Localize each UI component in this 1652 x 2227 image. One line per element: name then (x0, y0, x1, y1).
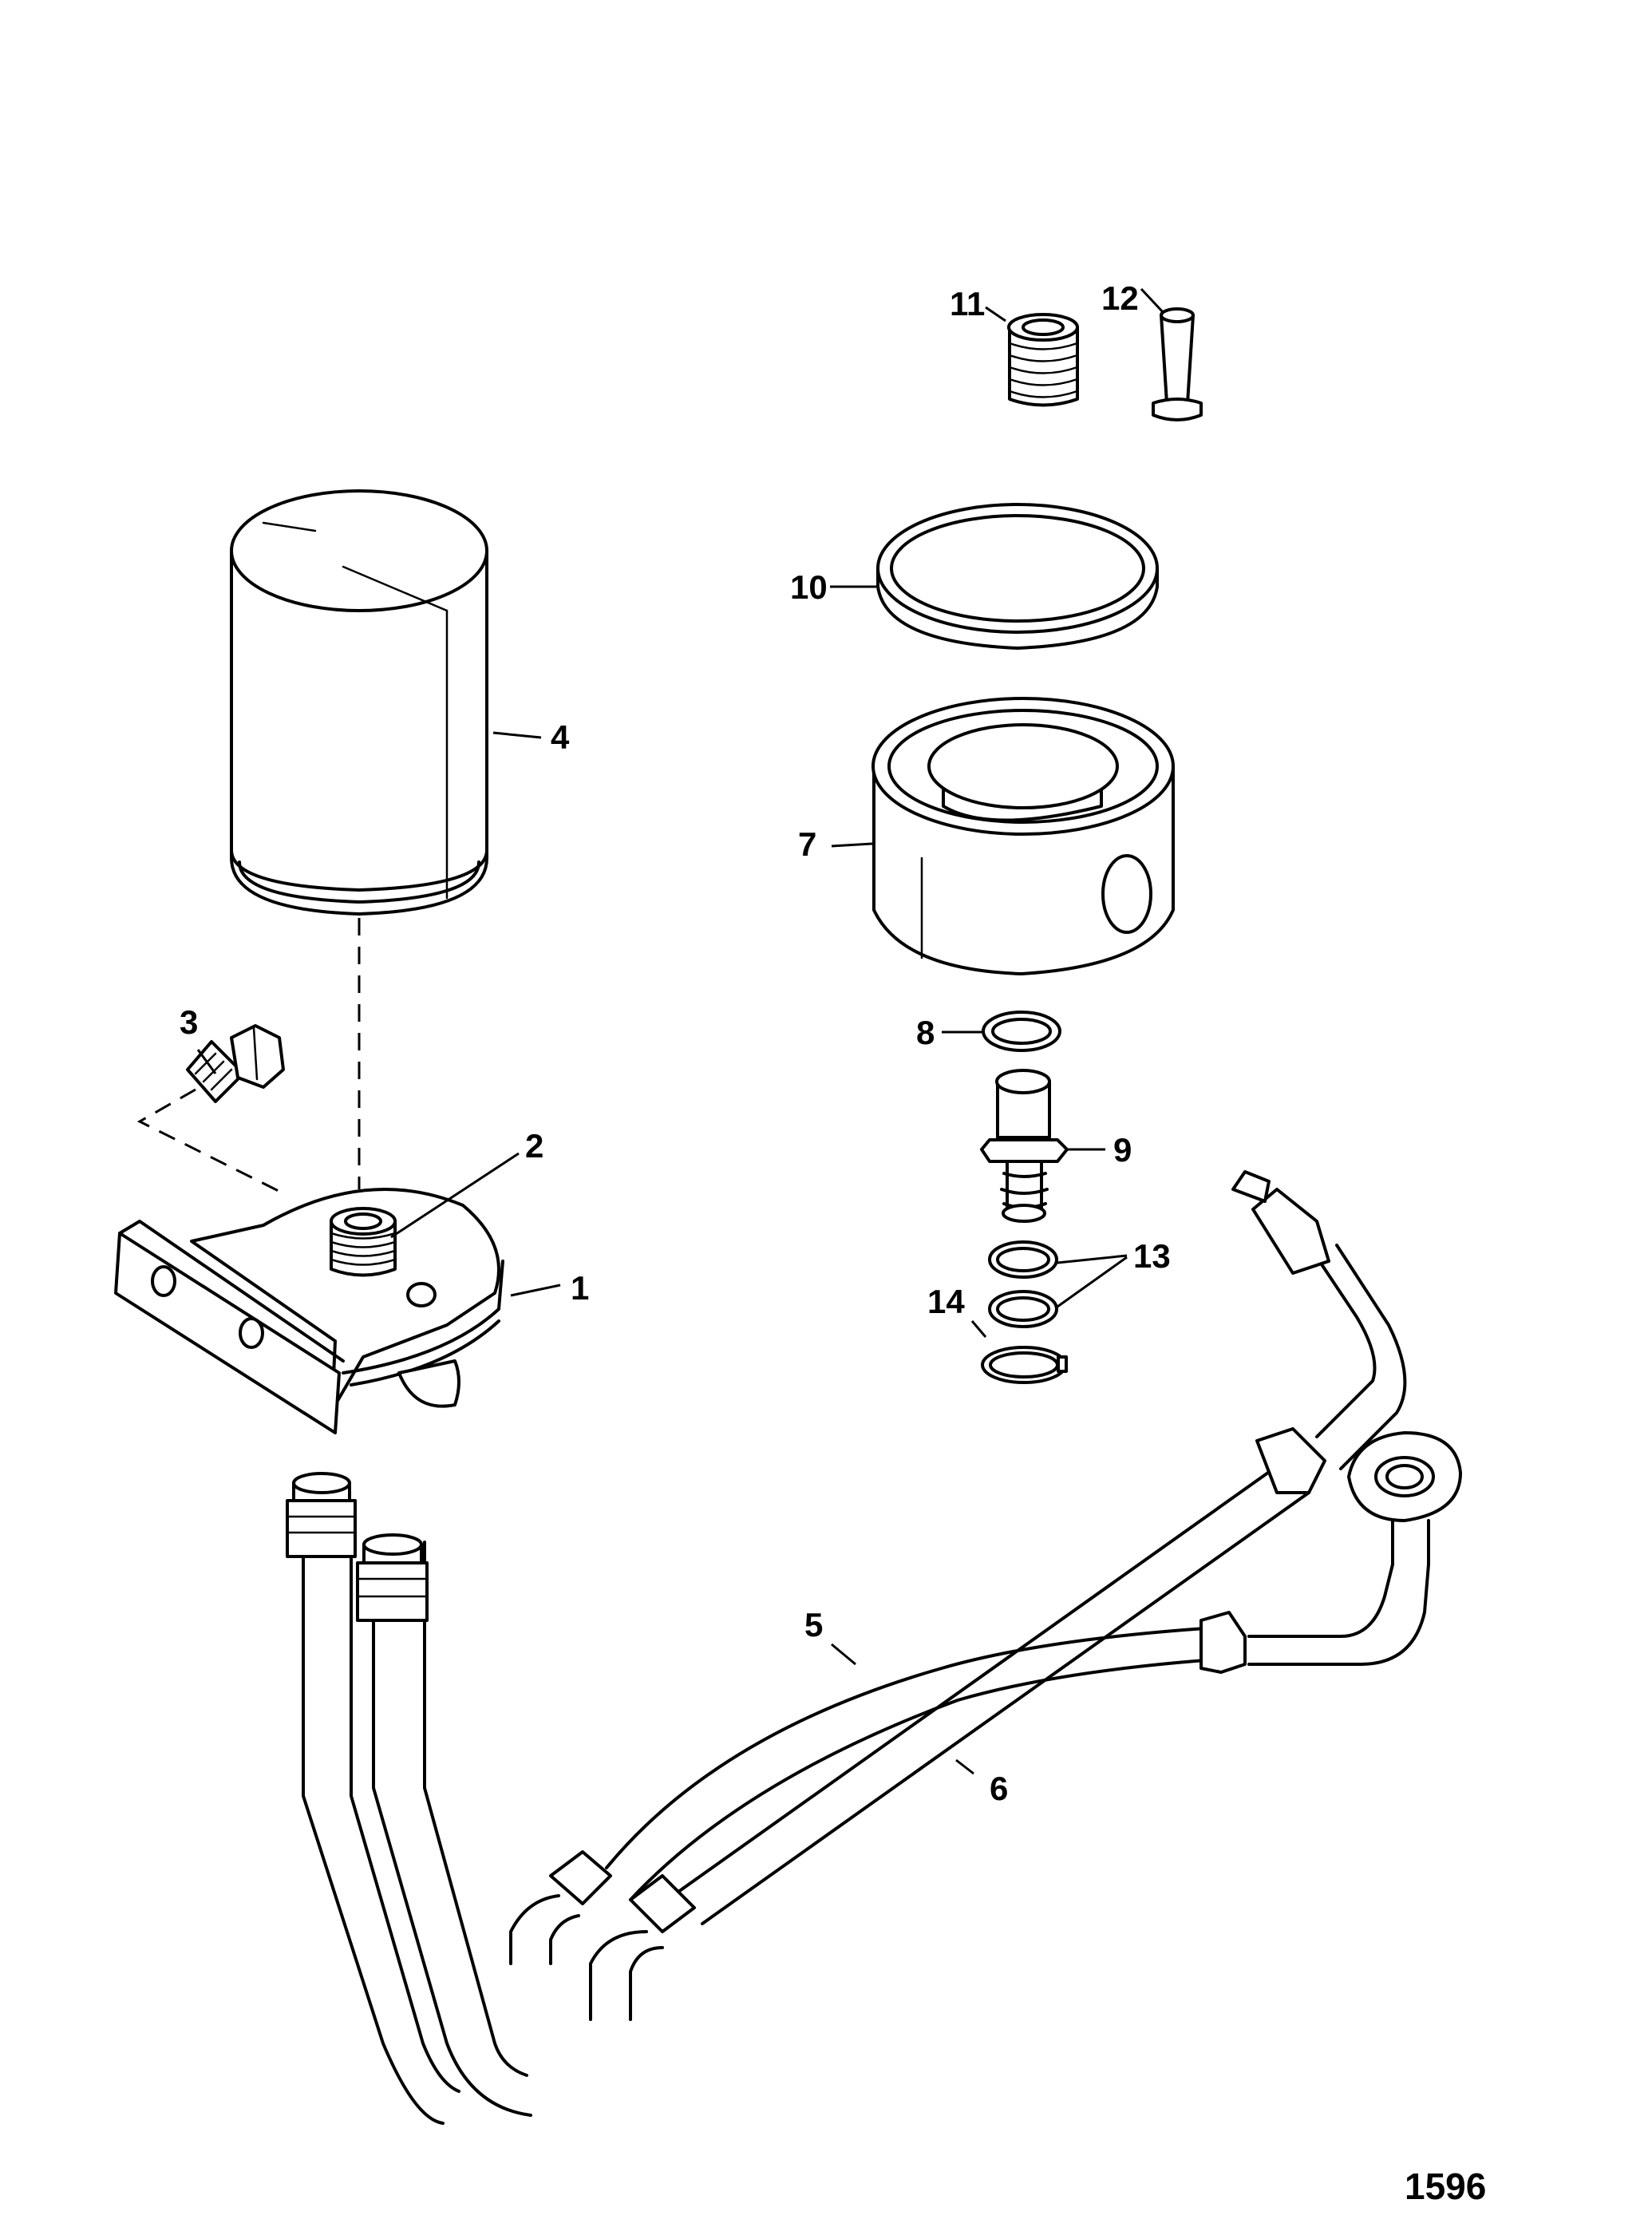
threaded-stud (330, 1207, 397, 1277)
callout-7: 7 (798, 825, 816, 863)
adapter-housing (871, 697, 1175, 975)
assembly-line-bolt (136, 1088, 284, 1195)
callout-8: 8 (916, 1014, 935, 1051)
hose-6 (372, 1170, 1407, 2117)
bolt (186, 1024, 285, 1103)
callout-10: 10 (790, 568, 828, 606)
callout-12: 12 (1101, 279, 1139, 317)
callout-13: 13 (1133, 1237, 1171, 1275)
callout-9: 9 (1113, 1131, 1132, 1169)
hose-6-end-fitting (356, 1533, 429, 1622)
callout-3: 3 (180, 1003, 198, 1041)
callout-4: 4 (551, 718, 570, 756)
leader-lines (196, 287, 1165, 1775)
oil-filter (230, 489, 488, 916)
callout-14: 14 (927, 1283, 965, 1320)
callout-1: 1 (571, 1269, 589, 1307)
valve-fitting (980, 1069, 1069, 1223)
o-rings-pair (988, 1240, 1058, 1328)
hose-5-end-fitting (286, 1472, 357, 1558)
threaded-nipple (1007, 313, 1079, 407)
hose-5 (302, 1431, 1462, 2125)
callout-5: 5 (804, 1606, 823, 1644)
sleeve (1152, 307, 1203, 421)
callout-6: 6 (990, 1770, 1008, 1807)
o-ring-top (982, 1011, 1061, 1052)
filter-bracket (114, 1188, 504, 1434)
callout-11: 11 (950, 285, 985, 322)
callout-2: 2 (525, 1127, 543, 1165)
snap-ring (981, 1346, 1068, 1384)
figure-number: 1596 (1405, 2166, 1486, 2207)
sealing-ring (876, 503, 1159, 650)
